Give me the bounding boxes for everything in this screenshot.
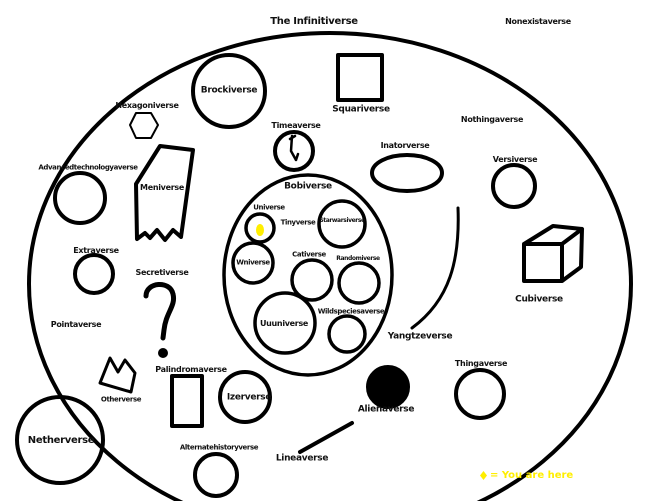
infinitiverse-boundary [27, 31, 633, 501]
label-wildspeciesaverse: Wildspeciesaverse [317, 307, 385, 316]
brockiverse-shape[interactable] [191, 53, 267, 129]
label-versiverse: Versiverse [492, 155, 538, 164]
label-squariverse: Squariverse [332, 104, 390, 115]
label-tinyverse: Tinyverse [280, 218, 316, 227]
label-bobiverse: Bobiverse [284, 181, 332, 192]
lineaverse-shape[interactable] [298, 421, 354, 454]
randomiverse-shape[interactable] [337, 261, 381, 305]
squariverse-shape[interactable] [336, 53, 384, 102]
label-lineaverse: Lineaverse [275, 453, 329, 464]
uuuniverse-shape[interactable] [253, 291, 317, 355]
label-pointaverse: Pointaverse [50, 320, 102, 329]
label-nonexistaverse: Nonexistaverse [505, 17, 571, 26]
thingaverse-shape[interactable] [454, 368, 506, 420]
label-brockiverse: Brockiverse [200, 85, 258, 96]
label-timeaverse: Timeaverse [271, 121, 321, 130]
label-yangtzeverse: Yangtzeverse [387, 331, 453, 342]
wniverse-shape[interactable] [231, 241, 275, 285]
inatorverse-shape[interactable] [370, 153, 444, 193]
legend: = You are here [480, 470, 573, 481]
netherverse-shape[interactable] [15, 395, 105, 485]
hexagoniverse-shape[interactable] [129, 112, 159, 139]
label-nothingaverse: Nothingaverse [460, 115, 524, 124]
label-alternatehistoryverse: Alternatehistoryverse [179, 443, 259, 452]
label-advancedtechnologyaverse: Advancedtechnologyaverse [38, 163, 138, 172]
timeaverse-shape[interactable] [273, 130, 315, 172]
extraverse-shape[interactable] [73, 253, 115, 295]
label-otherverse: Otherverse [100, 395, 142, 404]
meniverse-shape[interactable] [134, 144, 195, 242]
label-randomiverse: Randomiverse [336, 255, 380, 262]
cubiverse-shape[interactable] [522, 224, 584, 283]
palindromaverse-shape[interactable] [170, 374, 204, 428]
label-meniverse: Meniverse [140, 183, 184, 192]
cativerse-shape[interactable] [290, 258, 334, 302]
label-hexagoniverse: Hexagoniverse [115, 101, 179, 110]
clock-hands-icon [288, 134, 300, 162]
label-inatorverse: Inatorverse [380, 141, 430, 150]
label-uuuniverse: Uuuniverse [259, 319, 309, 328]
label-secretiverse: Secretiverse [135, 268, 189, 277]
alternatehistoryverse-shape[interactable] [193, 452, 239, 498]
you-are-here-marker [256, 224, 264, 236]
question-dot-icon [158, 348, 168, 358]
diamond-icon [480, 471, 487, 480]
bobiverse-boundary [222, 173, 394, 377]
question-mark-icon [143, 282, 177, 341]
versiverse-shape[interactable] [491, 163, 537, 209]
alienaverse-shape[interactable] [366, 365, 410, 409]
label-palindromaverse: Palindromaverse [155, 365, 227, 374]
otherverse-shape[interactable] [98, 356, 137, 394]
izerverse-shape[interactable] [218, 370, 272, 424]
label-starwarsiverse: Starwarsiverse [319, 217, 365, 224]
label-thingaverse: Thingaverse [454, 359, 508, 368]
title-infinitiverse: The Infinitiverse [270, 16, 358, 27]
label-cubiverse: Cubiverse [515, 294, 563, 305]
label-extraverse: Extraverse [73, 246, 119, 255]
advancedtechnologyaverse-shape[interactable] [53, 171, 107, 225]
label-universe: Universe [253, 203, 285, 212]
label-netherverse: Netherverse [27, 435, 95, 446]
wildspeciesaverse-shape[interactable] [327, 314, 367, 354]
yangtzeverse-shape[interactable] [410, 206, 460, 330]
label-izerverse: Izerverse [226, 392, 272, 403]
starwarsiverse-shape[interactable] [317, 199, 367, 249]
label-alienaverse: Alienaverse [357, 404, 415, 415]
label-cativerse: Cativerse [292, 250, 326, 259]
label-wniverse: Wniverse [236, 258, 270, 267]
universe-shape[interactable] [244, 212, 276, 244]
legend-text: = You are here [490, 470, 574, 481]
